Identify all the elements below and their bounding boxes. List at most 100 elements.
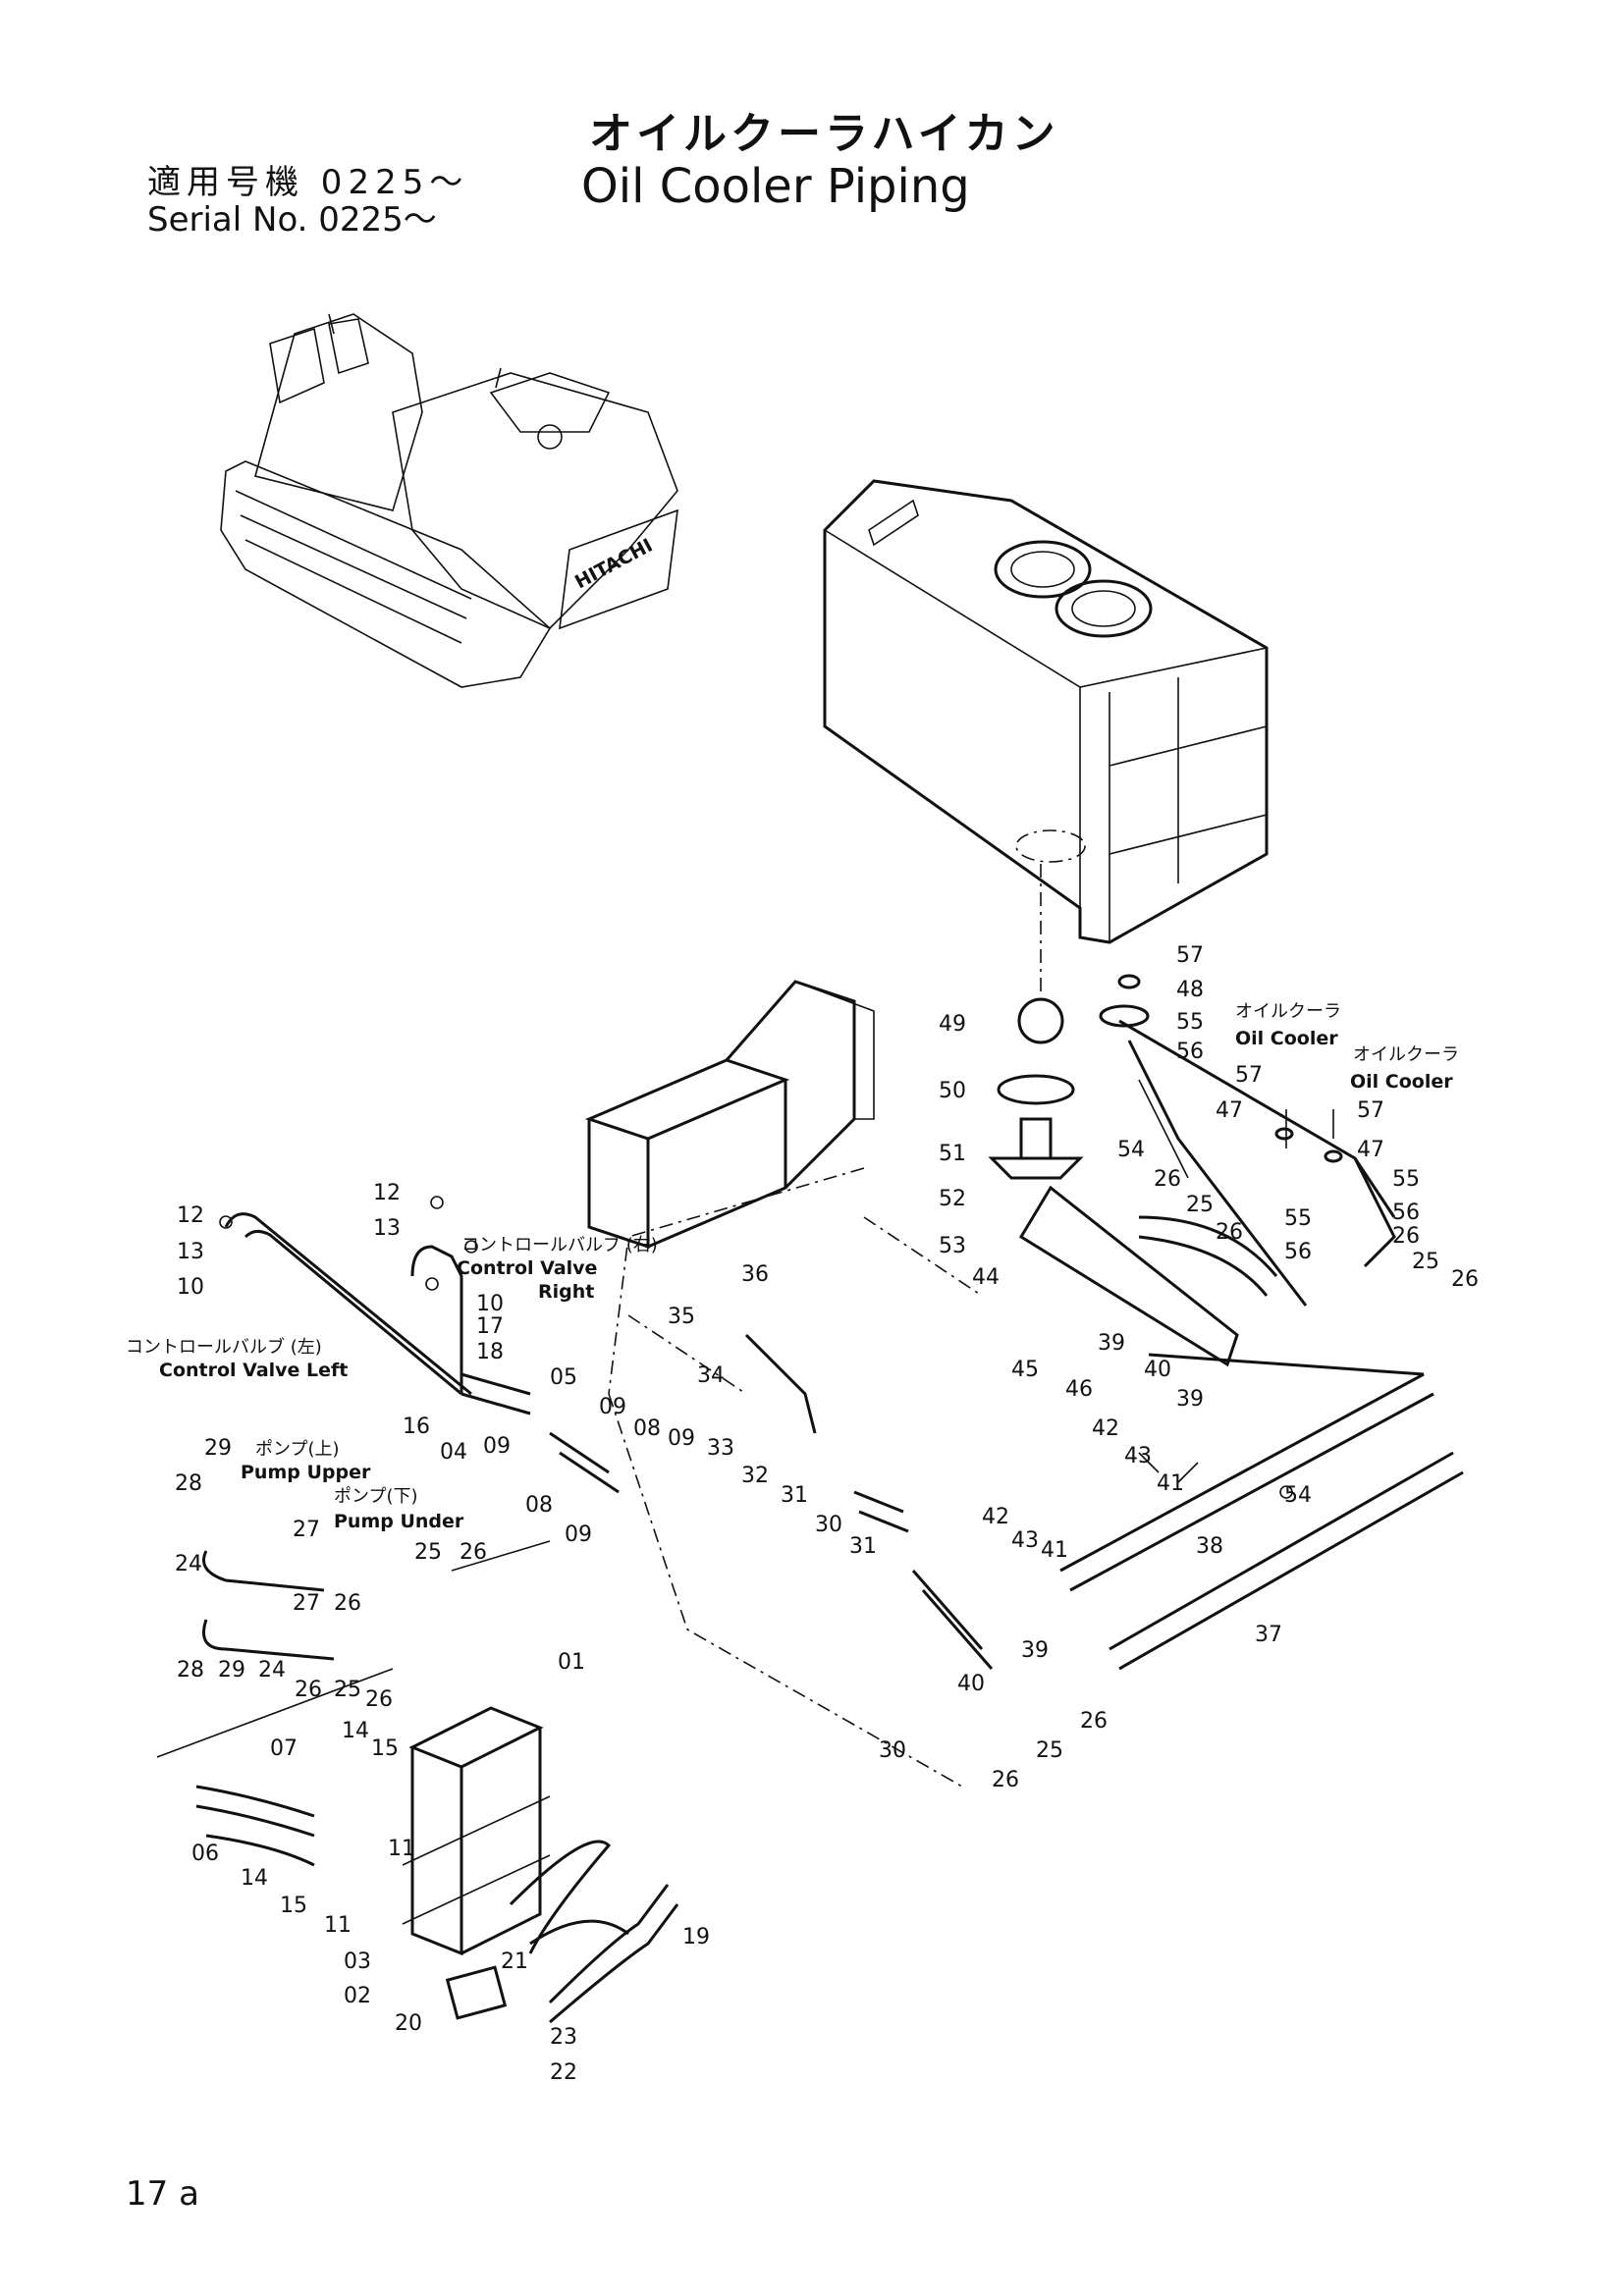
callout-41b: 41 — [1041, 1538, 1068, 1563]
callout-47b: 47 — [1357, 1138, 1384, 1162]
callout-43b: 43 — [1011, 1528, 1039, 1553]
callout-27b: 27 — [293, 1591, 320, 1616]
oil-cooler-unit — [195, 1706, 679, 2024]
callout-48: 48 — [1176, 978, 1204, 1002]
hose-set-left — [202, 1212, 994, 1670]
callout-37: 37 — [1255, 1623, 1282, 1647]
callout-32: 32 — [741, 1464, 769, 1488]
callout-26f: 26 — [334, 1591, 361, 1616]
callout-46: 46 — [1065, 1377, 1093, 1402]
callout-39c: 39 — [1021, 1638, 1049, 1663]
callout-14a: 14 — [342, 1719, 369, 1743]
callout-14b: 14 — [241, 1866, 268, 1891]
callout-15b: 15 — [280, 1894, 307, 1918]
callout-38: 38 — [1196, 1534, 1223, 1559]
callout-21: 21 — [501, 1949, 528, 1974]
callout-28b: 28 — [177, 1658, 204, 1682]
callout-02: 02 — [344, 1984, 371, 2008]
callout-17: 17 — [476, 1314, 504, 1339]
callout-31a: 31 — [781, 1483, 808, 1508]
callout-53: 53 — [939, 1234, 966, 1258]
title-japanese: オイルクーラハイカン — [589, 109, 1059, 159]
callout-12b: 12 — [373, 1181, 401, 1205]
callout-26c: 26 — [1392, 1224, 1420, 1249]
callout-15a: 15 — [371, 1736, 399, 1761]
fittings-and-centerlines — [156, 864, 1343, 1788]
callout-56a: 56 — [1176, 1040, 1204, 1064]
note-cv-right-en1: Control Valve — [457, 1257, 597, 1279]
callout-20: 20 — [395, 2011, 422, 2036]
callout-10a: 10 — [177, 1275, 204, 1300]
machine-brand: HITACHI — [571, 535, 656, 594]
callout-03: 03 — [344, 1949, 371, 1974]
callout-29b: 29 — [218, 1658, 245, 1682]
page-number: 17 a — [126, 2174, 199, 2214]
callout-26i: 26 — [1080, 1709, 1108, 1734]
callout-56b: 56 — [1284, 1240, 1312, 1264]
callout-57a: 57 — [1176, 943, 1204, 968]
callout-13b: 13 — [373, 1216, 401, 1241]
callout-40a: 40 — [1144, 1358, 1171, 1382]
callout-08b: 08 — [525, 1493, 553, 1518]
hydraulic-tank — [823, 479, 1269, 944]
callout-12a: 12 — [177, 1203, 204, 1228]
note-pump-upper-en: Pump Upper — [241, 1462, 371, 1483]
callout-49: 49 — [939, 1012, 966, 1037]
callout-labels: 57 48 55 56 49 57 57 47 47 50 51 54 26 2… — [175, 943, 1479, 2085]
callout-25b: 25 — [1412, 1250, 1439, 1274]
callout-57b: 57 — [1235, 1063, 1263, 1088]
callout-13a: 13 — [177, 1240, 204, 1264]
callout-08a: 08 — [633, 1416, 661, 1441]
callout-55c: 55 — [1392, 1167, 1420, 1192]
callout-55b: 55 — [1284, 1206, 1312, 1231]
callout-24b: 24 — [258, 1658, 286, 1682]
callout-23: 23 — [550, 2025, 577, 2050]
note-oil-cooler1-jp: オイルクーラ — [1235, 1001, 1341, 1022]
callout-26a: 26 — [1154, 1167, 1181, 1192]
callout-42a: 42 — [1092, 1416, 1119, 1441]
callout-09c: 09 — [483, 1434, 511, 1459]
callout-27a: 27 — [293, 1518, 320, 1542]
note-oil-cooler2-jp: オイルクーラ — [1353, 1044, 1459, 1065]
callout-26d: 26 — [1451, 1267, 1479, 1292]
callout-40b: 40 — [957, 1672, 985, 1696]
callout-07: 07 — [270, 1736, 298, 1761]
note-oil-cooler1-en: Oil Cooler — [1235, 1028, 1338, 1049]
callout-25e: 25 — [1036, 1738, 1063, 1763]
note-cv-right-en2: Right — [538, 1281, 594, 1303]
callout-39a: 39 — [1098, 1331, 1125, 1356]
callout-01: 01 — [558, 1650, 585, 1675]
serial-english: Serial No. 0225～ — [147, 200, 437, 240]
callout-09b: 09 — [668, 1426, 695, 1451]
title-english: Oil Cooler Piping — [581, 159, 970, 214]
control-valve-body — [584, 980, 875, 1395]
note-cv-left-en: Control Valve Left — [159, 1360, 348, 1381]
callout-31b: 31 — [849, 1534, 877, 1559]
callout-16: 16 — [403, 1415, 430, 1439]
callout-41a: 41 — [1157, 1471, 1184, 1496]
callout-06: 06 — [191, 1842, 219, 1866]
note-pump-under-jp: ポンプ(下) — [334, 1486, 418, 1507]
callout-39b: 39 — [1176, 1387, 1204, 1412]
callout-57c: 57 — [1357, 1098, 1384, 1123]
note-cv-left-jp: コントロールバルブ (左) — [126, 1336, 322, 1358]
callout-18: 18 — [476, 1340, 504, 1364]
callout-35: 35 — [668, 1305, 695, 1329]
callout-10b: 10 — [476, 1292, 504, 1316]
callout-24a: 24 — [175, 1552, 202, 1576]
callout-05: 05 — [550, 1365, 577, 1390]
callout-33: 33 — [707, 1436, 734, 1461]
callout-56c: 56 — [1392, 1201, 1420, 1225]
callout-11a: 11 — [388, 1837, 415, 1861]
callout-04: 04 — [440, 1440, 467, 1465]
callout-52: 52 — [939, 1187, 966, 1211]
callout-26b: 26 — [1216, 1220, 1243, 1245]
callout-26j: 26 — [992, 1768, 1019, 1792]
excavator-illustration: HITACHI — [220, 313, 678, 688]
connection-notes: コントロールバルブ (右) Control Valve Right コントロール… — [126, 1001, 1459, 1532]
callout-55a: 55 — [1176, 1010, 1204, 1035]
callout-11b: 11 — [324, 1913, 352, 1938]
callout-36: 36 — [741, 1262, 769, 1287]
callout-43a: 43 — [1124, 1444, 1152, 1468]
